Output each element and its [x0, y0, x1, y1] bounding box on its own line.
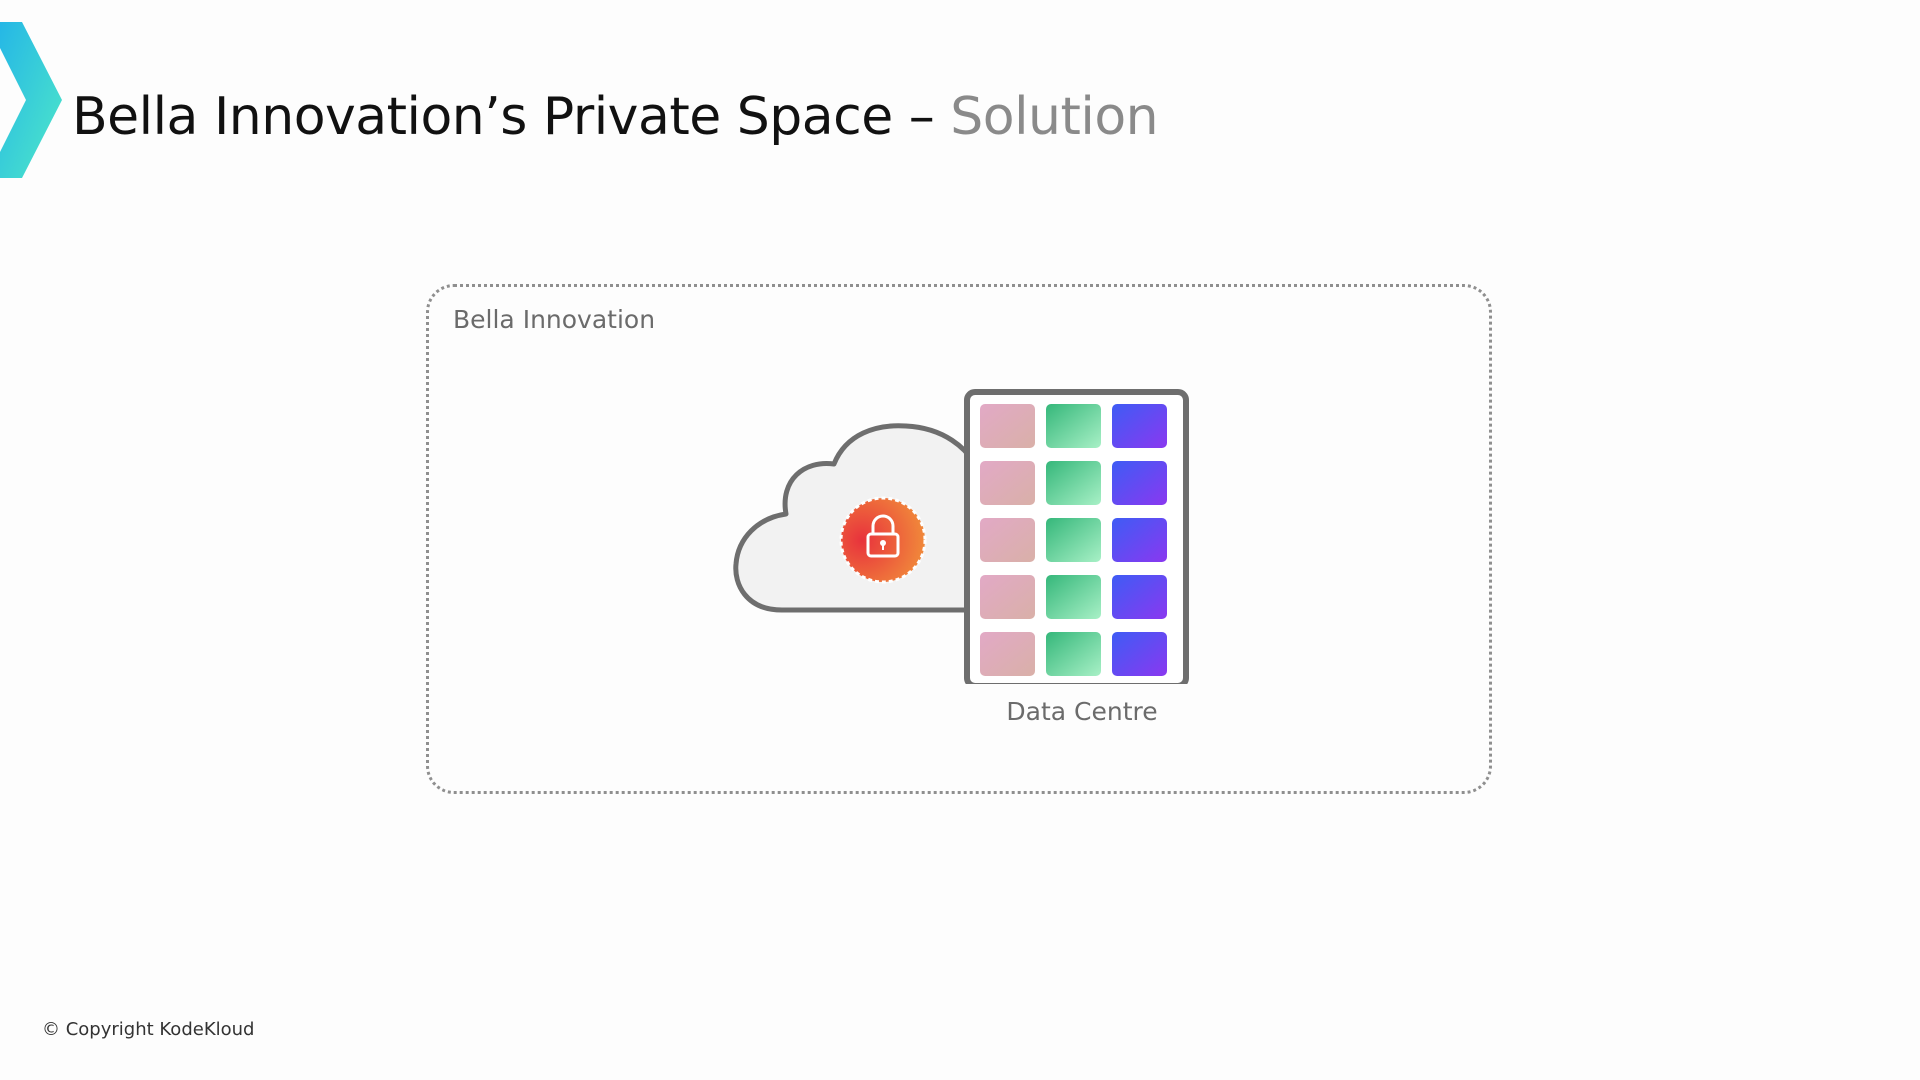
rack-tile-green: [1046, 518, 1101, 562]
rack-tile-green: [1046, 632, 1101, 676]
data-centre-rack-icon: [964, 389, 1189, 684]
private-cloud-diagram: Data Centre: [726, 384, 1198, 740]
rack-tile-pink: [980, 461, 1035, 505]
rack-tile-blue: [1112, 575, 1167, 619]
data-centre-label: Data Centre: [1006, 697, 1158, 726]
rack-tile-blue: [1112, 632, 1167, 676]
rack-tile-pink: [980, 632, 1035, 676]
rack-tile-pink: [980, 575, 1035, 619]
rack-tile-green: [1046, 461, 1101, 505]
title-main: Bella Innovation’s Private Space –: [72, 87, 951, 147]
rack-tile-blue: [1112, 518, 1167, 562]
organization-boundary: Bella Innovation: [426, 284, 1492, 794]
title-highlight: Solution: [950, 87, 1159, 147]
rack-tile-pink: [980, 518, 1035, 562]
corner-chevron-logo: [0, 22, 62, 178]
rack-tile-pink: [980, 404, 1035, 448]
organization-label: Bella Innovation: [453, 305, 656, 334]
rack-tile-green: [1046, 404, 1101, 448]
rack-tile-blue: [1112, 404, 1167, 448]
lock-badge-icon: [839, 496, 927, 584]
page-title: Bella Innovation’s Private Space – Solut…: [72, 78, 1159, 156]
rack-tile-green: [1046, 575, 1101, 619]
rack-tiles: [980, 404, 1167, 676]
rack-tile-blue: [1112, 461, 1167, 505]
copyright-notice: © Copyright KodeKloud: [42, 1019, 255, 1040]
